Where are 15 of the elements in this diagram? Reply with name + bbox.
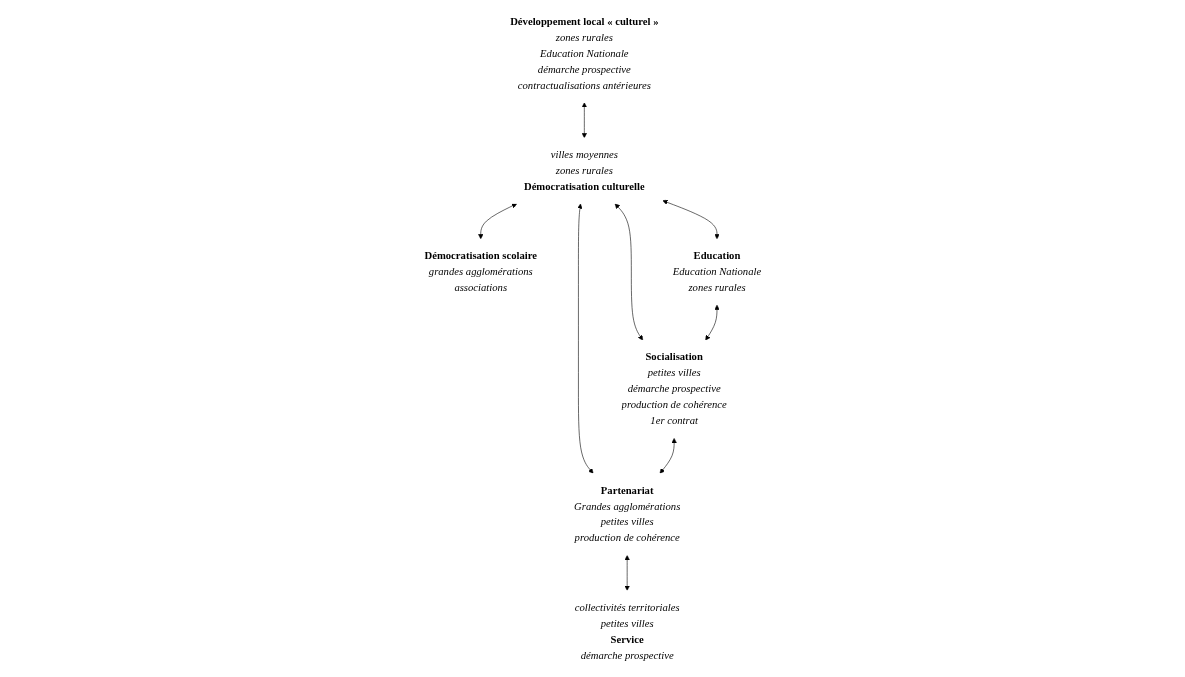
- node-text: Partenariat Grandes agglomérations petites villes production de cohérence: [573, 484, 680, 544]
- arrow: [704, 304, 720, 341]
- node-text: Socialisation petites villes démarche prospective production de cohérence 1er contrat: [621, 350, 727, 427]
- arrow: [477, 203, 517, 240]
- arrow: [614, 203, 643, 341]
- node-text: collectivités territoriales petites villes Service démarche prospective: [574, 601, 680, 662]
- node-text: Education Education Nationale zones rurales: [672, 249, 761, 294]
- node-text: Démocratisation scolaire grandes agglomérations associations: [424, 249, 537, 294]
- arrow: [581, 102, 587, 139]
- arrow: [662, 199, 720, 240]
- node-text: villes moyennes zones rurales Démocratisation culturelle: [523, 148, 645, 193]
- node-text: Développement local « culturel » zones rurales Education Nationale démarche prospective contractualisations antérieures: [509, 15, 659, 92]
- arrow: [577, 203, 594, 474]
- arrow: [659, 437, 677, 474]
- arrow: [624, 555, 630, 591]
